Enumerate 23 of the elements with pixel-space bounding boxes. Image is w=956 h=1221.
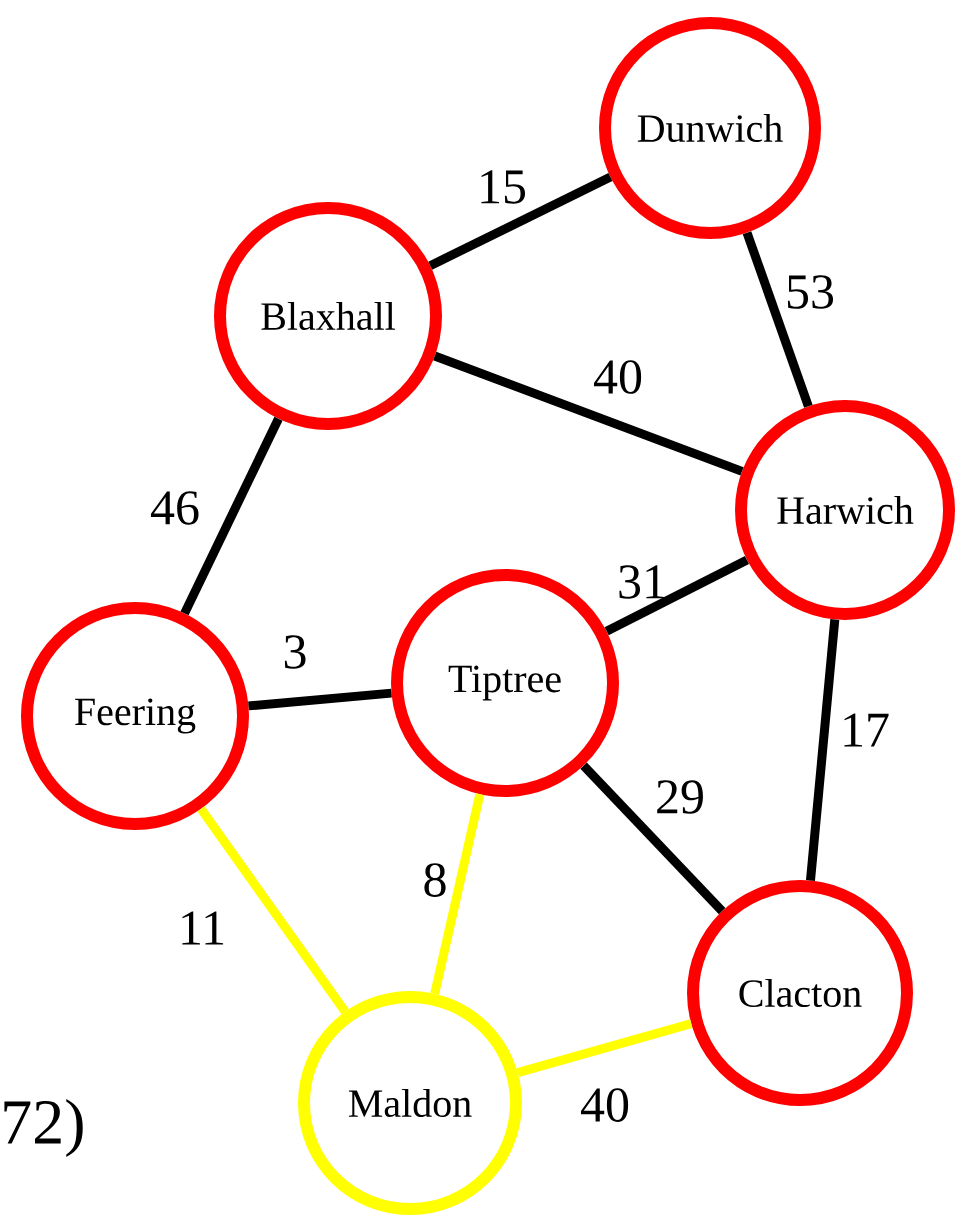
distance-label: 31 (619, 565, 664, 599)
road-line (806, 619, 840, 881)
distance-label: 53 (787, 275, 834, 309)
distance-label: 11 (182, 911, 224, 945)
road-line (428, 172, 613, 270)
road-line (180, 416, 283, 616)
road-line (580, 762, 726, 915)
road-line (604, 555, 749, 636)
road-line (248, 688, 392, 711)
partial-text: 72) (4, 1099, 83, 1158)
distance-label: 29 (657, 780, 703, 814)
distance-label: 40 (594, 360, 642, 394)
distance-label: 46 (150, 491, 199, 525)
distance-label: 3 (284, 635, 306, 669)
distance-label: 15 (481, 170, 526, 204)
road-line (430, 793, 485, 995)
road-line (516, 1019, 693, 1077)
road-line (433, 351, 744, 476)
road-line (197, 806, 349, 1015)
road-line (742, 231, 813, 408)
distance-label: 17 (844, 713, 889, 747)
distance-label: 40 (581, 1088, 629, 1122)
distance-label: 8 (424, 863, 446, 897)
